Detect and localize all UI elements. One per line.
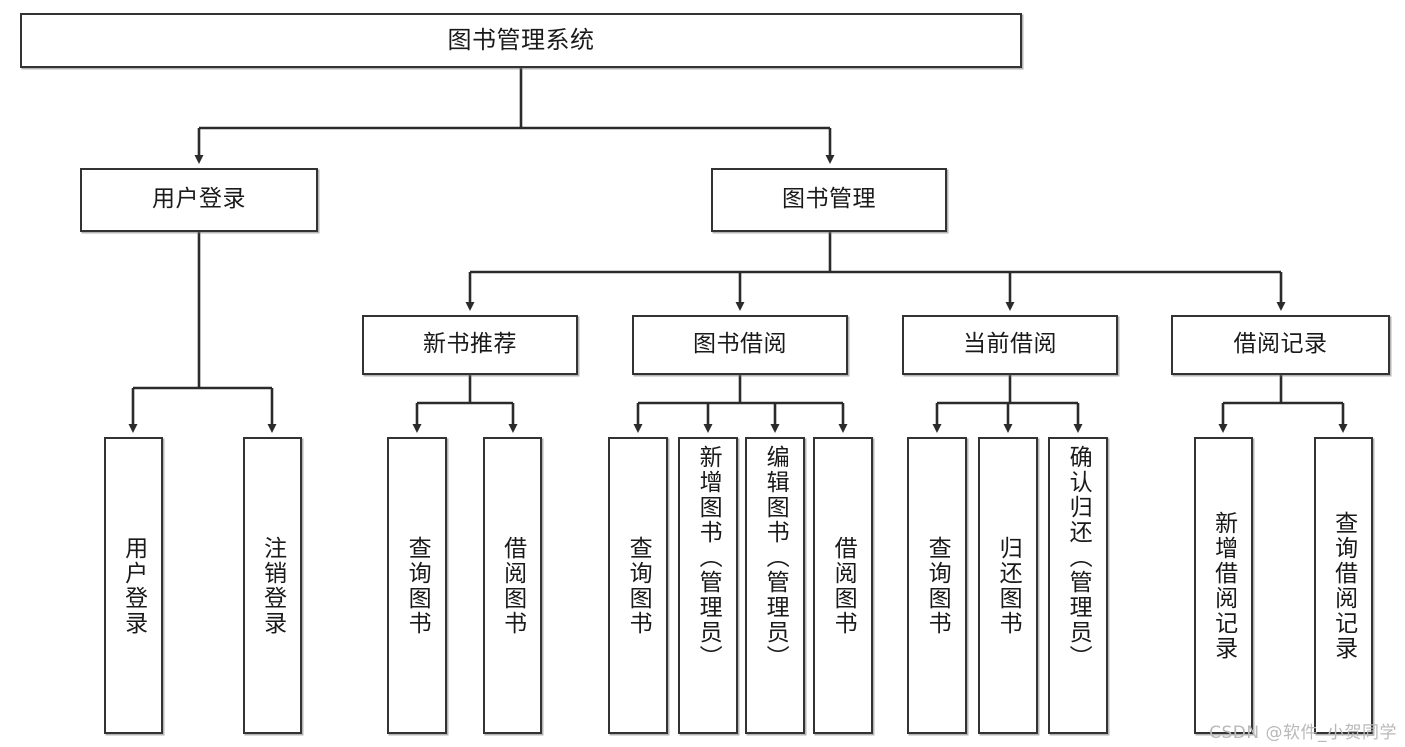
leaf-user-login-login[interactable]: 用户登录 [104,437,163,734]
node-book-management[interactable]: 图书管理 [711,168,947,232]
leaf-book-borrow-add-book-admin[interactable]: 新增图书（管理员） [678,437,738,734]
node-book-borrow[interactable]: 图书借阅 [632,315,848,375]
node-label: 用户登录 [120,535,147,636]
node-borrow-record[interactable]: 借阅记录 [1171,315,1390,375]
leaf-current-borrow-query-book[interactable]: 查询图书 [907,437,967,734]
node-label: 注销登录 [259,535,286,636]
leaf-borrow-record-add-record[interactable]: 新增借阅记录 [1194,437,1253,734]
node-label: 查询图书 [404,535,431,636]
leaf-book-borrow-edit-book-admin[interactable]: 编辑图书（管理员） [745,437,805,734]
node-new-book-recommendation[interactable]: 新书推荐 [362,315,578,375]
leaf-borrow-record-query-record[interactable]: 查询借阅记录 [1314,437,1373,734]
csdn-watermark: CSDN @软件_小贺同学 [1209,723,1397,743]
node-label: 查询借阅记录 [1330,510,1357,661]
node-label: 归还图书 [995,535,1022,636]
node-label: 借阅记录 [1233,331,1328,358]
node-user-login[interactable]: 用户登录 [80,168,318,232]
leaf-book-borrow-borrow-book[interactable]: 借阅图书 [813,437,873,734]
leaf-new-book-borrow-book[interactable]: 借阅图书 [483,437,542,734]
node-label: 借阅图书 [499,535,526,636]
node-label: 当前借阅 [963,331,1057,358]
node-label: 新增图书（管理员） [695,445,722,670]
node-label: 用户登录 [152,186,246,213]
node-label: 查询图书 [625,535,652,636]
node-current-borrow[interactable]: 当前借阅 [902,315,1118,375]
node-root-book-management-system[interactable]: 图书管理系统 [20,13,1022,68]
leaf-current-borrow-return-book[interactable]: 归还图书 [978,437,1038,734]
node-label: 借阅图书 [830,535,857,636]
node-label: 新书推荐 [423,331,517,358]
node-label: 图书管理系统 [447,26,595,55]
leaf-current-borrow-confirm-return-admin[interactable]: 确认归还（管理员） [1048,437,1108,734]
leaf-user-login-logout[interactable]: 注销登录 [243,437,302,734]
leaf-new-book-query-book[interactable]: 查询图书 [387,437,447,734]
leaf-book-borrow-query-book[interactable]: 查询图书 [608,437,668,734]
node-label: 图书管理 [782,186,876,213]
node-label: 确认归还（管理员） [1065,445,1092,670]
node-label: 图书借阅 [693,331,787,358]
node-label: 查询图书 [924,535,951,636]
node-label: 新增借阅记录 [1210,510,1237,661]
node-label: 编辑图书（管理员） [762,445,789,670]
